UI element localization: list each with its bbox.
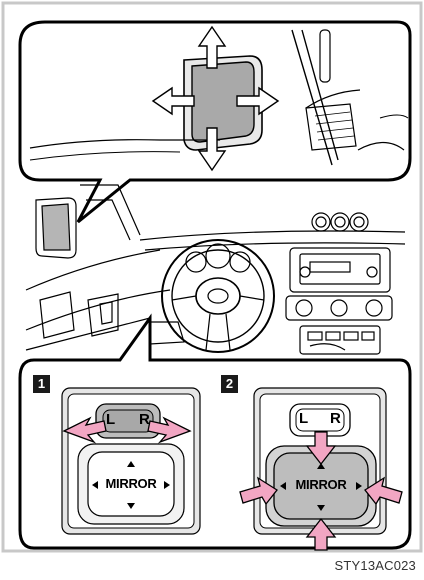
switch-2-left-label: L (299, 410, 308, 427)
figure-code: STY13AC023 (335, 558, 417, 573)
step-1-number: 1 (33, 375, 50, 393)
switch-1-pad-label: MIRROR (99, 476, 163, 491)
switch-1-right-label: R (139, 411, 150, 428)
switch-2-pad-label: MIRROR (289, 477, 353, 492)
switch-1-left-label: L (106, 411, 115, 428)
step-2-number: 2 (221, 375, 238, 393)
mirror-switch-1 (62, 388, 200, 534)
switch-2-right-label: R (330, 410, 341, 427)
mirror-closeup-callout (20, 22, 410, 222)
